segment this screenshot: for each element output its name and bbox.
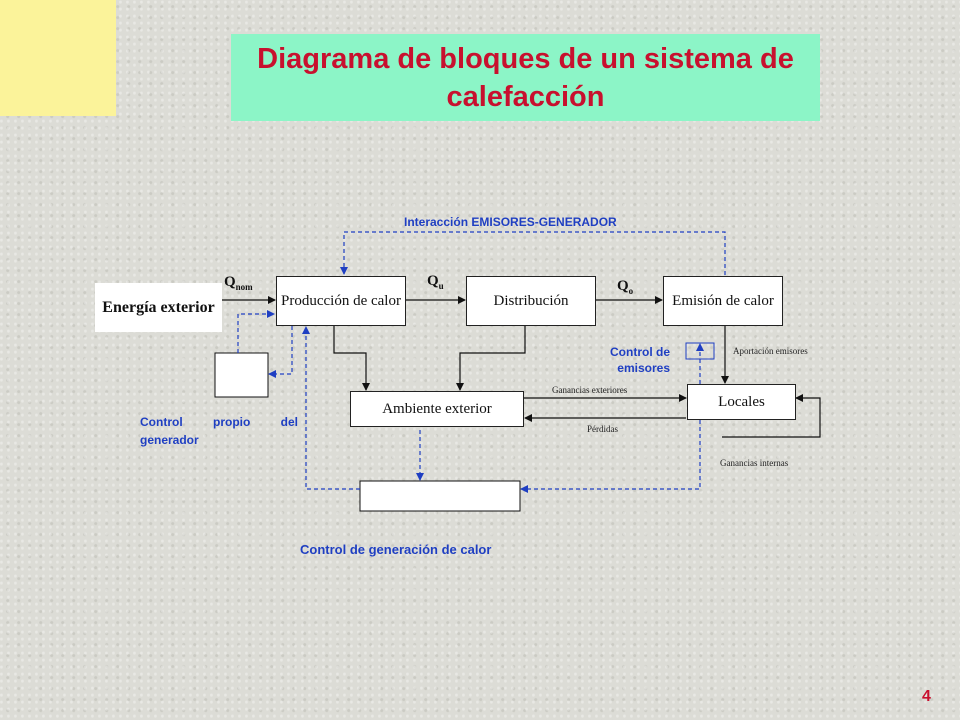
page-number: 4 [922, 688, 931, 705]
label-ganancias-internas: Ganancias internas [720, 458, 789, 468]
generation-controller-box [359, 480, 521, 512]
local-controller-box [214, 352, 269, 398]
label-interaccion: Interacción EMISORES-GENERADOR [404, 215, 617, 229]
arrow-local-control-out [237, 310, 275, 353]
label-ganancias-exteriores: Ganancias exteriores [552, 385, 628, 395]
flow-q-u: Qu [427, 273, 444, 291]
corner-decoration [0, 0, 116, 116]
label-aportacion-emisores: Aportación emisores [733, 346, 808, 356]
block-emision: Emisión de calor [663, 276, 783, 326]
label-control-propio: Control propio del generador [140, 415, 298, 447]
label-control-generacion: Control de generación de calor [300, 542, 492, 557]
block-locales: Locales [687, 384, 796, 420]
block-locales-label: Locales [718, 393, 765, 410]
arrow-interaccion [340, 231, 726, 275]
title-banner: Diagrama de bloques de un sistema de cal… [231, 34, 820, 121]
flow-q-o: Qo [617, 278, 634, 296]
label-perdidas: Pérdidas [587, 424, 618, 434]
block-distribucion-label: Distribución [493, 292, 569, 309]
block-produccion: Producción de calor [276, 276, 406, 326]
arrow-locales-sensor [520, 420, 701, 493]
arrow-production-to-ambient [333, 326, 370, 391]
block-produccion-label: Producción de calor [281, 292, 401, 309]
block-distribucion: Distribución [466, 276, 596, 326]
block-emision-label: Emisión de calor [672, 292, 774, 309]
flow-q-nom: Qnom [224, 274, 253, 292]
block-ambiente-label: Ambiente exterior [382, 400, 492, 417]
arrow-ganancias-internas [722, 394, 821, 438]
arrow-distribution-to-ambient [456, 326, 526, 391]
label-control-emisores: Control de emisores [610, 345, 670, 375]
arrow-generation-control-out [302, 326, 360, 490]
page-title: Diagrama de bloques de un sistema de cal… [257, 42, 794, 113]
arrow-local-control-in [268, 326, 293, 378]
block-ambiente-exterior: Ambiente exterior [350, 391, 524, 427]
block-energia-exterior: Energía exterior [95, 283, 222, 332]
block-energia-label: Energía exterior [102, 299, 215, 316]
